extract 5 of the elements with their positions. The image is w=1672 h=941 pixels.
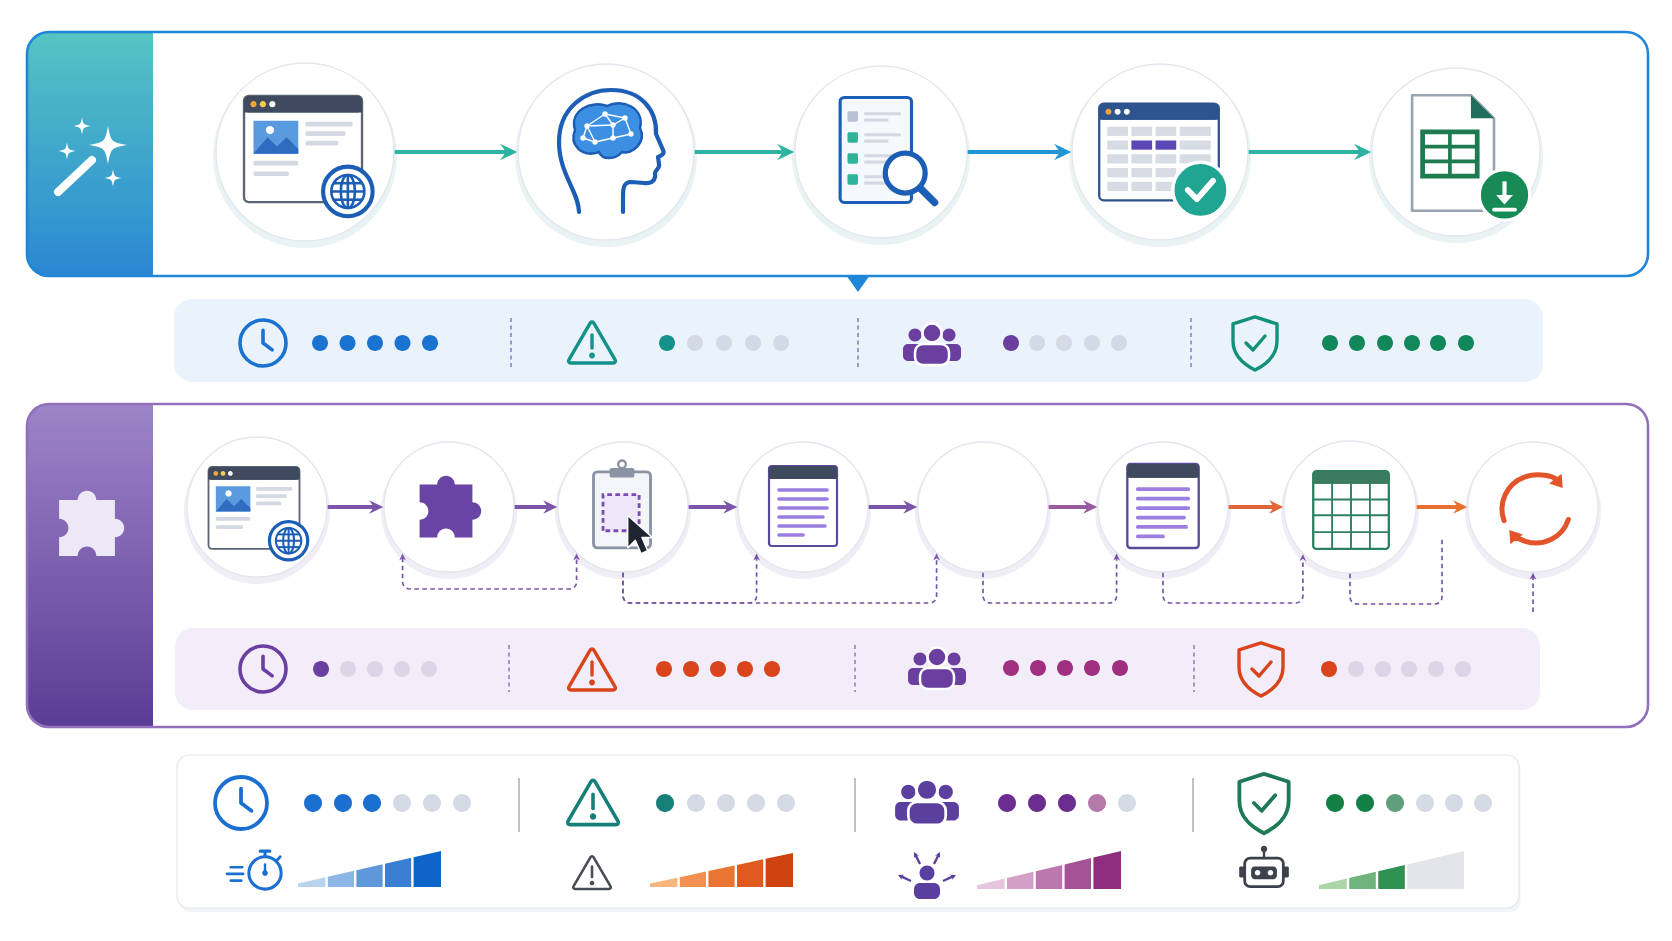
step-circle bbox=[1465, 441, 1601, 579]
panel bbox=[25, 402, 1650, 729]
panel bbox=[25, 30, 1650, 292]
step-circle bbox=[915, 441, 1051, 579]
dashed-line bbox=[1349, 538, 1443, 605]
